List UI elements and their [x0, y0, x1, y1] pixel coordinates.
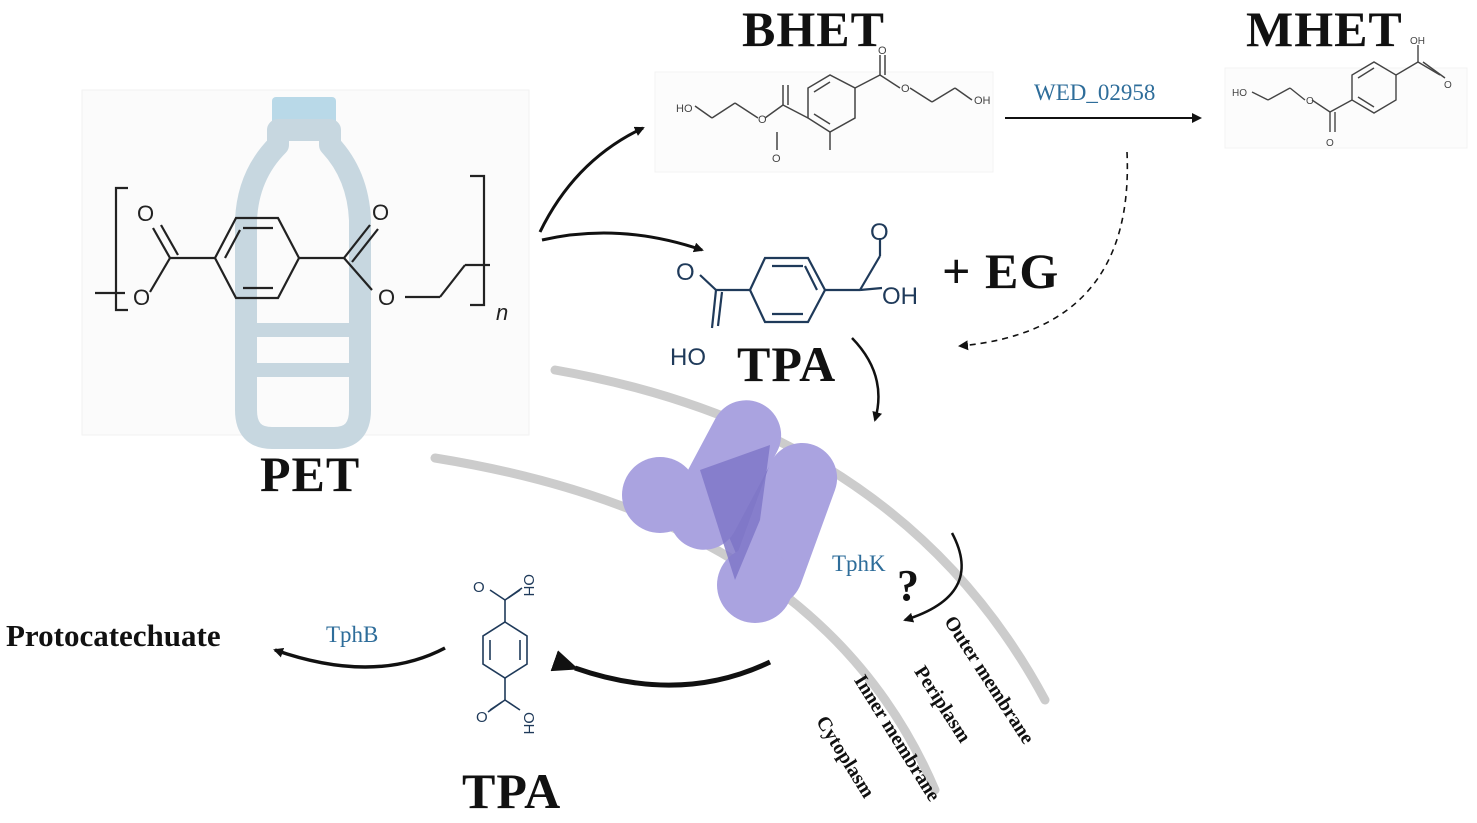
protocatechuate-label: Protocatechuate: [6, 618, 221, 653]
mhet-atom-o: O: [1444, 80, 1452, 91]
tpa-bottom-atom-oh: OH: [520, 574, 537, 597]
mhet-structure: [1251, 45, 1446, 132]
pet-to-bhet-arrow: [538, 126, 645, 233]
mhet-label: MHET: [1246, 1, 1403, 57]
tpa-bottom-label: TPA: [462, 763, 562, 819]
bhet-structure: [694, 55, 973, 150]
tpa-top-atom-oh: OH: [882, 283, 918, 310]
mhet-to-tpa-dashed-arrow: [958, 151, 1129, 351]
bhet-atom-o: O: [878, 45, 887, 57]
outer-membrane: [550, 365, 1050, 705]
tphb-enzyme-label: TphB: [326, 622, 379, 647]
tpa-top-atom-o: O: [870, 219, 889, 246]
bhet-structure-panel: [654, 71, 994, 173]
bhet-atom-o: O: [901, 83, 910, 95]
bhet-label: BHET: [742, 1, 885, 57]
tpa-uptake-arrow: [851, 337, 883, 422]
bhet-atom-oh: OH: [974, 95, 991, 107]
pet-atom-o: O: [372, 200, 389, 225]
pet-atom-o: O: [133, 285, 150, 310]
tpa-top-atom-o: O: [676, 259, 695, 286]
tpa-bottom-atom-o: O: [476, 709, 488, 726]
transporter-protein: [622, 400, 838, 623]
tpa-bottom-atom-o: O: [473, 579, 485, 596]
wed-02958-enzyme-label: WED_02958: [1034, 80, 1156, 105]
pet-structure: [95, 174, 490, 312]
mhet-atom-o: O: [1326, 138, 1334, 149]
question-mark: ?: [897, 561, 919, 610]
mhet-structure-panel: [1224, 67, 1468, 149]
tpa-top-structure: [699, 238, 883, 329]
pet-atom-o: O: [137, 201, 154, 226]
tphk-enzyme-label: TphK: [832, 551, 886, 576]
pet-bottle-icon: [235, 97, 371, 449]
tphk-periplasm-arrow: [903, 532, 963, 623]
mhet-atom-ho: HO: [1232, 88, 1247, 99]
bhet-atom-ho: HO: [676, 103, 693, 115]
tpa-to-protocatechuate-arrow: [273, 646, 446, 669]
tpa-bottom-structure: [482, 587, 528, 713]
pet-atom-o: O: [378, 285, 395, 310]
bhet-atom-o: O: [772, 153, 781, 165]
tpa-top-atom-ho: HO: [670, 344, 706, 371]
bhet-atom-o: O: [758, 114, 767, 126]
pet-structure-panel: [81, 89, 530, 436]
mhet-atom-o: O: [1306, 96, 1314, 107]
tpa-top-label: TPA: [737, 336, 837, 392]
pet-to-tpa-arrow: [541, 231, 704, 253]
eg-label: + EG: [942, 243, 1060, 299]
tpa-bottom-atom-oh: OH: [520, 712, 537, 735]
mhet-atom-oh: OH: [1410, 36, 1425, 47]
transport-to-cytoplasm-arrow: [550, 650, 772, 688]
pet-label: PET: [260, 446, 361, 502]
pet-subscript-n: n: [496, 300, 508, 325]
